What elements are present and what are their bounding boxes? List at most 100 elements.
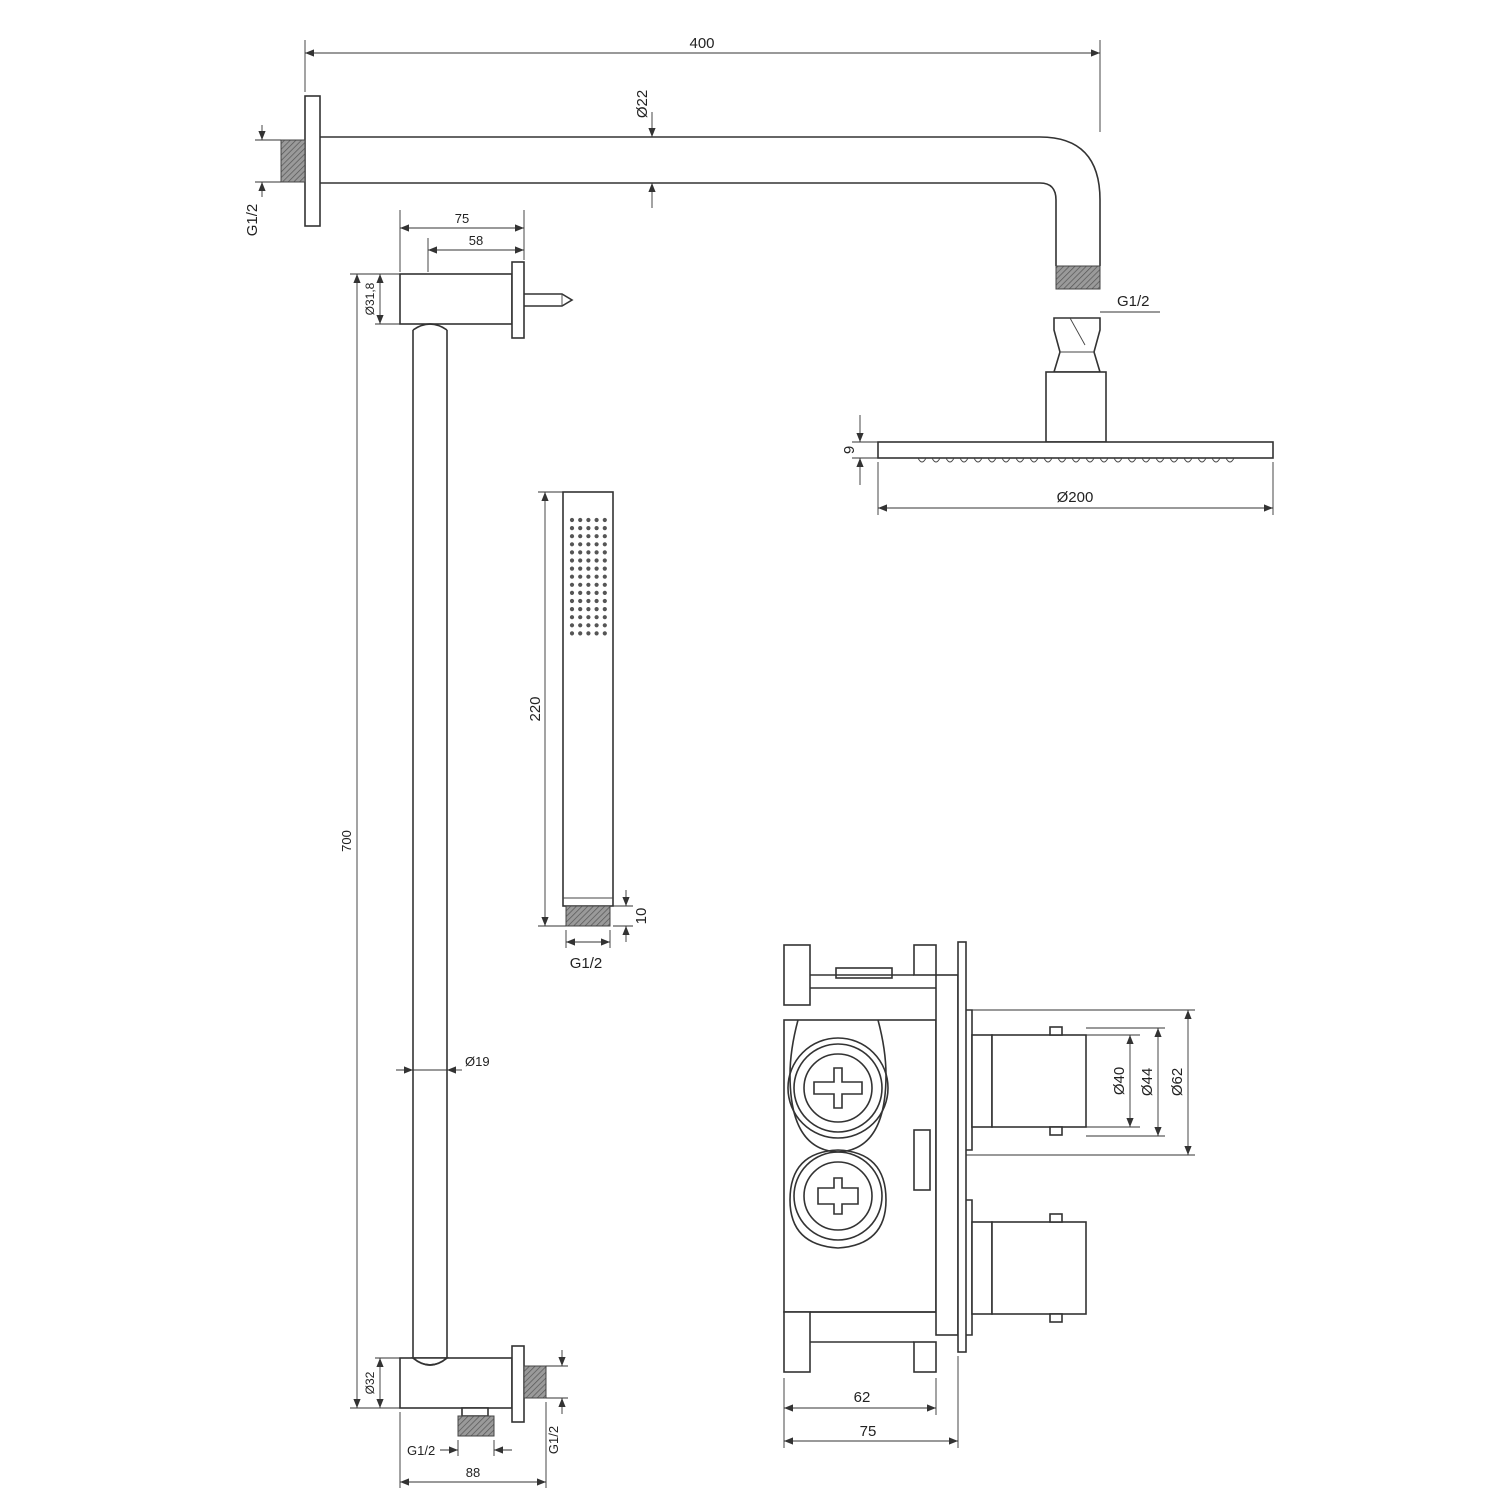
nozzle-dot [578,534,583,539]
nozzle-dot [569,517,575,523]
nozzle-dot [578,550,583,555]
wall-outlet-nozzle [461,1407,489,1417]
nozzle-dot [578,558,583,563]
dim-head-diameter: Ø200 [1057,489,1094,506]
nozzle-dot [602,566,607,571]
nozzle-dot [578,574,583,579]
nozzle-dot [602,534,607,539]
nozzle-dot [602,631,607,636]
arm-pipe [320,136,1101,266]
rail-top-cap [412,323,448,331]
nozzle-dot [586,582,591,587]
nozzle-dot [578,582,583,587]
nozzle-dot [569,615,575,620]
hand-shower [562,491,614,927]
nozzle-dot [569,607,575,612]
valve-side-lug [913,1129,931,1191]
valve-dimensions: Ø40 Ø44 Ø62 62 75 [783,1009,1195,1448]
ball-joint [1052,317,1102,373]
nozzle-dot [602,542,607,547]
dim-bracket-diameter: Ø31,8 [363,282,377,315]
shower-arm [280,95,1101,290]
nozzle-dot [578,598,583,604]
dim-valve-d44: Ø44 [1139,1068,1156,1096]
arm-wall-thread [280,139,306,183]
nozzle-dot [602,526,607,531]
dim-hand-shower-thread: G1/2 [570,955,603,972]
dim-rail-length: 700 [339,830,354,852]
nozzle-dot [578,590,583,596]
nozzle-dot [586,517,591,523]
nozzle-dot [586,631,591,636]
top-bracket-flange [511,261,525,339]
nozzle-dot [602,598,607,604]
nozzle-dot [586,615,591,620]
valve-upper-escutcheon [966,1009,973,1151]
arm-dimensions: 400 Ø22 G1/2 G1/2 [244,35,1160,313]
valve-box [783,941,1087,1373]
dim-arm-end-thread: G1/2 [1117,293,1150,310]
hand-shower-nozzles [569,517,607,636]
nozzle-dot [569,574,575,579]
dim-bracket-depth: 75 [455,211,469,226]
dim-outlet-diameter: Ø32 [363,1371,377,1394]
nozzle-dot [569,534,575,539]
nozzle-dot [594,574,599,579]
nozzle-dot [569,582,575,587]
wall-outlet-flange [511,1345,525,1423]
valve-spindle-lower [817,1177,859,1215]
dim-valve-depth-62: 62 [854,1389,871,1406]
dim-valve-d62: Ø62 [1169,1068,1186,1096]
nozzle-dot [602,574,607,579]
nozzle-dot [586,574,591,579]
nozzle-dot [594,598,599,604]
dim-bracket-inner: 58 [469,233,483,248]
valve-lower-handle [991,1221,1087,1315]
hand-shower-dimensions: 220 10 G1/2 [527,491,650,972]
valve-top-left-lug [783,944,811,1006]
nozzle-dot [586,558,591,563]
valve-bottom-left-lug [783,1311,811,1373]
nozzle-dot [586,607,591,612]
dim-outlet-width: 88 [466,1465,480,1480]
dim-outlet-thread-side: G1/2 [546,1426,561,1454]
nozzle-dot [602,623,607,628]
valve-upper-handle-base [971,1034,993,1128]
valve-bottom-right-lug [913,1341,937,1373]
nozzle-dot [586,566,591,571]
nozzle-dot [602,517,607,523]
nozzle-dot [578,607,583,612]
valve-spindle-upper [813,1067,863,1109]
nozzle-dot [602,615,607,620]
nozzle-dot [578,623,583,628]
nozzle-dot [594,526,599,531]
nozzle-dot [569,526,575,531]
nozzle-dot [578,542,583,547]
nozzle-dot [594,517,599,523]
nozzle-dot [569,550,575,555]
nozzle-dot [602,582,607,587]
valve-cartridge-upper [803,1053,873,1123]
wall-outlet-body [399,1357,513,1409]
valve-upper-handle-mark [1049,1026,1063,1036]
wall-outlet-thread-bottom [457,1415,495,1437]
nozzle-dot [578,566,583,571]
dim-valve-depth-75: 75 [860,1423,877,1440]
dim-arm-wall-thread: G1/2 [244,204,261,237]
nozzle-dot [602,550,607,555]
dim-arm-diameter: Ø22 [634,90,651,118]
valve-lower-escutcheon [966,1199,973,1336]
nozzle-dot [569,542,575,547]
nozzle-dot [586,542,591,547]
nozzle-dot [569,631,575,636]
nozzle-dot [602,558,607,563]
nozzle-dot [594,534,599,539]
nozzle-dot [602,607,607,612]
valve-top-boss [835,967,893,979]
valve-mounting-plate [935,974,959,1336]
nozzle-dot [594,615,599,620]
head-nozzles [917,457,1235,463]
nozzle-dot [594,582,599,587]
nozzle-dot [569,598,575,604]
